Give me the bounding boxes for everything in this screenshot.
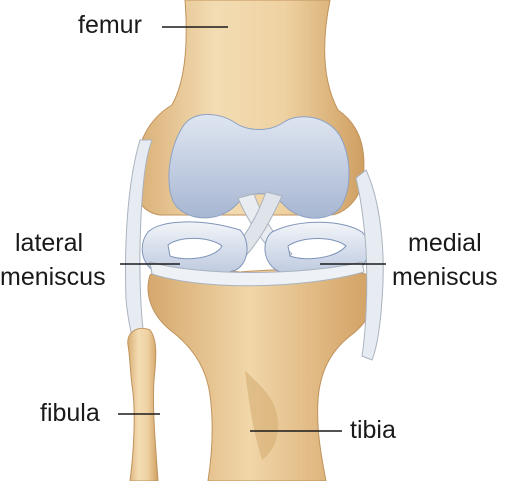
lateral-meniscus-label-line2: meniscus xyxy=(0,263,106,291)
medial-meniscus-label-line1: medial xyxy=(408,229,482,257)
femoral-cartilage xyxy=(168,113,350,219)
lateral-meniscus-label-line1: lateral xyxy=(15,229,84,257)
tibial-tuberosity xyxy=(245,370,279,460)
transverse-ligament xyxy=(149,261,365,287)
tibia-label: tibia xyxy=(350,416,396,444)
femur-label: femur xyxy=(78,11,142,39)
fibula-bone xyxy=(127,327,159,481)
fibula-label: fibula xyxy=(40,399,100,427)
medial-collateral-ligament xyxy=(355,169,384,361)
medial-meniscus-label-line2: meniscus xyxy=(392,263,498,291)
